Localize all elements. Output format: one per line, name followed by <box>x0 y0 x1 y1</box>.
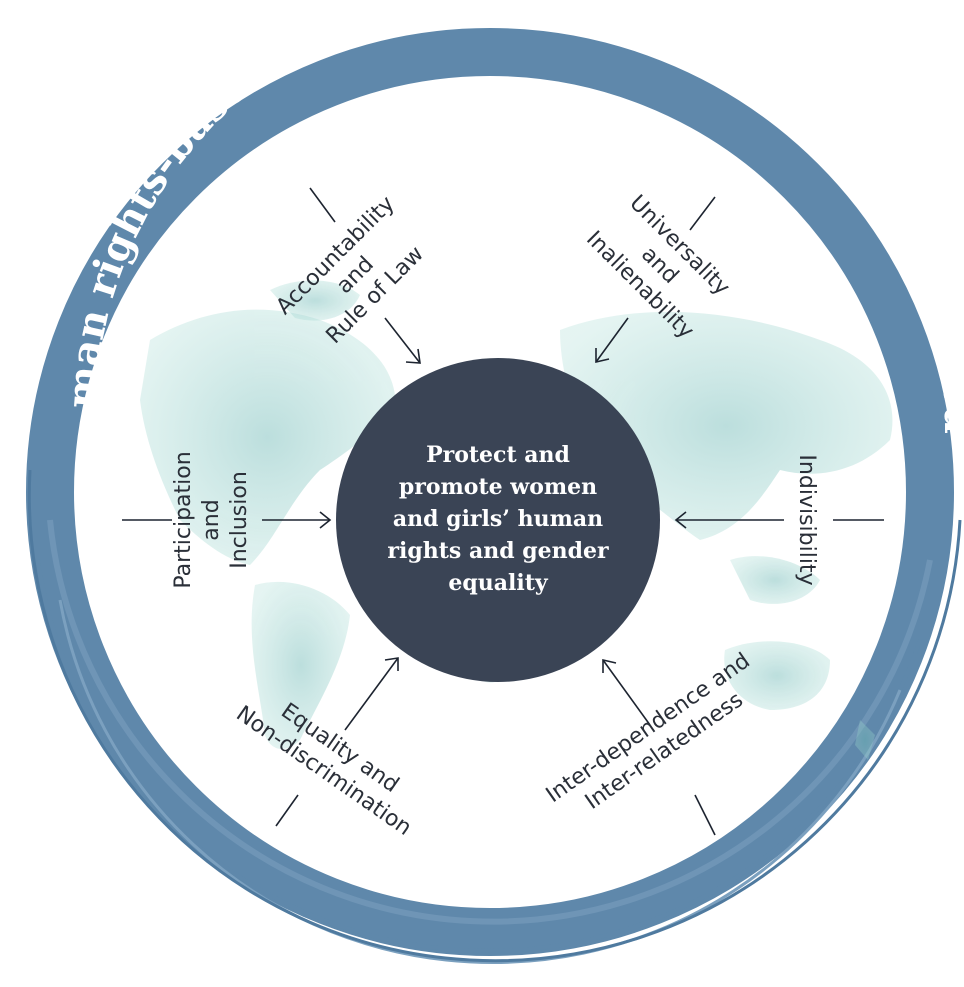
center-line-2: promote women <box>399 474 597 500</box>
map-new-zealand <box>855 720 875 760</box>
principle-interdependence: Inter-dependence and Inter-relatedness <box>542 648 755 814</box>
equality-arrow <box>344 657 399 731</box>
universality-outer-line <box>689 196 716 231</box>
interdependence-outer-line <box>694 794 716 836</box>
map-southeast-asia <box>730 556 820 604</box>
ring-stroke-3 <box>58 599 902 965</box>
accountability-arrowhead <box>405 348 421 364</box>
interdependence-arrow <box>602 659 651 726</box>
participation-line-1: Participation <box>171 451 196 588</box>
center-circle <box>336 358 660 682</box>
participation-arrowhead <box>319 511 332 529</box>
indivisibility-line-1: Indivisibility <box>794 454 819 585</box>
equality-arrowhead <box>384 657 399 671</box>
interdependence-line-1: Inter-dependence and <box>542 648 755 808</box>
connectors <box>122 187 884 836</box>
map-north-america <box>140 309 395 565</box>
principle-participation: Participation and Inclusion <box>171 451 252 588</box>
outer-ring <box>26 28 962 965</box>
ring-band <box>26 28 954 956</box>
ring-stroke-4 <box>27 469 962 963</box>
center-line-1: Protect and <box>426 442 570 468</box>
universality-arrow <box>595 317 629 363</box>
ring-stroke-1 <box>47 519 933 925</box>
center-line-5: equality <box>448 570 549 596</box>
center-text-group: Protect and promote women and girls’ hum… <box>387 442 609 596</box>
accountability-outer-line <box>309 187 336 223</box>
equality-outer-line <box>275 794 299 827</box>
map-south-america <box>251 581 350 750</box>
principle-indivisibility: Indivisibility <box>794 454 819 585</box>
indivisibility-arrowhead <box>674 511 687 529</box>
interdependence-arrowhead <box>602 658 617 673</box>
ring-stroke-2 <box>36 559 922 953</box>
map-australia <box>724 641 830 710</box>
universality-arrowhead <box>595 348 610 364</box>
map-greenland <box>270 280 360 321</box>
accountability-arrow <box>384 317 421 364</box>
center-line-4: rights and gender <box>387 538 609 564</box>
center-line-3: and girls’ human <box>393 506 603 532</box>
participation-line-3: Inclusion <box>227 471 252 569</box>
participation-line-2: and <box>199 499 224 540</box>
